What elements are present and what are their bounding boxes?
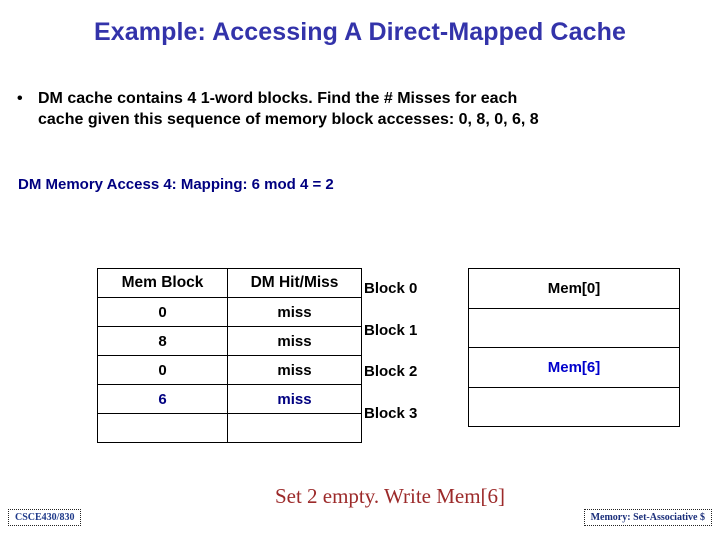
cache-contents-table: Mem[0] Mem[6] [468, 268, 680, 427]
block-label-1: Block 1 [364, 321, 418, 339]
cell-mem-block [97, 413, 228, 443]
cache-row [468, 386, 680, 427]
cell-hit-miss: miss [227, 355, 362, 385]
cell-hit-miss: miss [227, 326, 362, 356]
cache-block-label-column: Block 0 Block 1 Block 2 Block 3 [364, 268, 460, 434]
table-header-row: Mem Block DM Hit/Miss [97, 268, 362, 298]
access-heading: DM Memory Access 4: Mapping: 6 mod 4 = 2 [18, 176, 334, 193]
caption-text: Set 2 empty. Write Mem[6] [274, 484, 506, 508]
list-item: • DM cache contains 4 1-word blocks. Fin… [12, 88, 702, 130]
table-row [97, 413, 362, 443]
table-row: 0 miss [97, 355, 362, 385]
cell-mem-block: 0 [97, 297, 228, 327]
cache-cell-block-0: Mem[0] [468, 268, 680, 309]
table-row: 0 miss [97, 297, 362, 327]
bullet-list: • DM cache contains 4 1-word blocks. Fin… [12, 88, 702, 130]
memory-access-table: Mem Block DM Hit/Miss 0 miss 8 miss 0 mi… [97, 268, 362, 443]
cell-mem-block: 8 [97, 326, 228, 356]
column-header-dm-hit-miss: DM Hit/Miss [227, 268, 362, 298]
column-header-mem-block: Mem Block [97, 268, 228, 298]
cell-hit-miss: miss [227, 384, 362, 414]
cache-cell-block-2: Mem[6] [468, 347, 680, 388]
caption: Set 2 empty. Write Mem[6] [0, 484, 720, 509]
bullet-text: DM cache contains 4 1-word blocks. Find … [38, 88, 702, 130]
cache-cell-block-3 [468, 386, 680, 427]
cell-hit-miss [227, 413, 362, 443]
cell-hit-miss: miss [227, 297, 362, 327]
cache-row [468, 307, 680, 348]
bullet-line-1: DM cache contains 4 1-word blocks. Find … [38, 90, 518, 107]
bullet-line-2: cache given this sequence of memory bloc… [38, 111, 539, 128]
bullet-point-icon: • [17, 90, 23, 107]
table-row: 8 miss [97, 326, 362, 356]
cache-row-current: Mem[6] [468, 347, 680, 388]
cell-mem-block: 0 [97, 355, 228, 385]
footer-topic-label: Memory: Set-Associative $ [583, 509, 712, 526]
footer-course-label: CSCE430/830 [8, 509, 82, 526]
table-row-current: 6 miss [97, 384, 362, 414]
block-label-3: Block 3 [364, 404, 418, 422]
block-label-2: Block 2 [364, 363, 418, 381]
cache-row: Mem[0] [468, 268, 680, 309]
cell-mem-block: 6 [97, 384, 228, 414]
block-label-0: Block 0 [364, 280, 418, 298]
cache-cell-block-1 [468, 307, 680, 348]
page-title: Example: Accessing A Direct-Mapped Cache [94, 18, 626, 46]
